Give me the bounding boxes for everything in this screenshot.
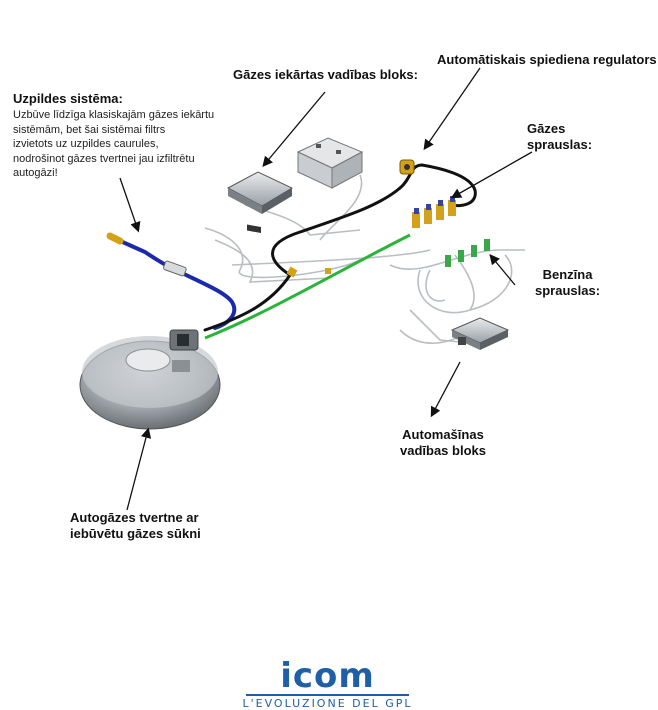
petrol-injectors [445, 239, 490, 267]
gas-ecu-label: Gāzes iekārtas vadības bloks: [233, 67, 418, 82]
fill-system-note-line: izvietots uz uzpildes caurules, [13, 138, 159, 150]
logo-word: icom [280, 656, 375, 696]
tank-label-line: Autogāzes tvertne ar [70, 510, 199, 525]
gas-ecu-unit [226, 171, 294, 234]
tank-label-line: iebūvētu gāzes sūkni [70, 526, 201, 541]
petrol-injectors-label-line: Benzīna [542, 267, 593, 282]
fill-pipe [106, 232, 237, 330]
callout-arrows [119, 67, 533, 511]
car-ecu-unit [450, 317, 510, 350]
gas-injectors-label-line: sprauslas: [527, 137, 593, 152]
pressure-regulator-label: Automātiskais spiediena regulators [437, 52, 657, 67]
car-battery [296, 137, 364, 189]
liquid-pipe [204, 233, 411, 340]
car-ecu-label-line: Automašīnas [402, 427, 484, 442]
gas-injectors-label: Gāzes sprauslas: [527, 121, 592, 153]
petrol-injectors-label-line: sprauslas: [535, 283, 601, 298]
car-ecu-label: Automašīnas vadības bloks [400, 427, 486, 459]
fill-system-note-line: nodrošinot gāzes tvertnei jau izfiltrētu [13, 152, 195, 165]
icom-logo: icom L'EVOLUZIONE DEL GPL [240, 659, 415, 710]
fill-system-note-line: autogāzi! [13, 167, 58, 179]
fill-system-note-line: sistēmām, bet šai sistēmai filtrs [13, 123, 166, 136]
gas-injectors-label-line: Gāzes [527, 121, 566, 136]
petrol-injectors-label: Benzīna sprauslas: [535, 267, 600, 299]
logo-divider [246, 694, 409, 696]
lpg-tank [79, 329, 221, 430]
logo-tagline: L'EVOLUZIONE DEL GPL [242, 697, 413, 710]
pressure-regulator [399, 159, 415, 175]
fill-system-title: Uzpildes sistēma: [13, 91, 123, 106]
tank-label: Autogāzes tvertne ar iebūvētu gāzes sūkn… [70, 510, 201, 542]
fill-system-note-line: Uzbūve līdzīga klasiskajām gāzes iekārtu [13, 109, 215, 121]
fill-system-note: Uzbūve līdzīga klasiskajām gāzes iekārtu… [13, 108, 243, 181]
car-ecu-label-line: vadības bloks [400, 443, 486, 458]
gas-injector-rail [412, 196, 456, 228]
